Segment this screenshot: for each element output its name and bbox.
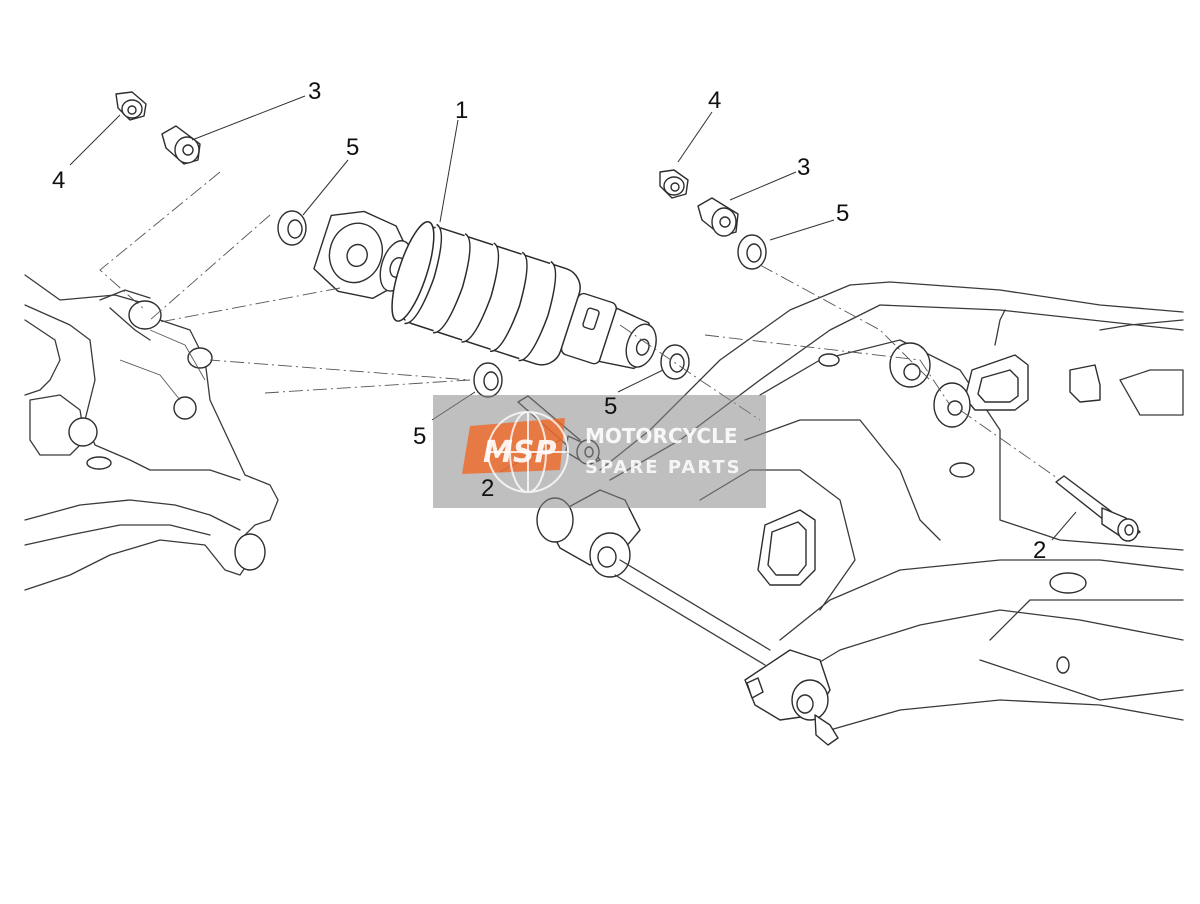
- watermark-logo-text: MSP: [483, 435, 556, 470]
- callout-2-right: 2: [1033, 537, 1046, 564]
- callout-5-upper-left: 5: [346, 134, 359, 161]
- bolt-2-right: [1055, 475, 1141, 542]
- washer-5-lower: [473, 362, 503, 398]
- watermark-line2: SPARE PARTS: [585, 457, 742, 478]
- spacer-3-left: [161, 125, 201, 165]
- washer-5-middle: [660, 344, 690, 380]
- assembly-centerlines: [99, 171, 1061, 481]
- callout-5-lower: 5: [413, 423, 426, 450]
- callout-labels: 1 3 4 5 4 3 5 5 5 2 2: [52, 78, 1046, 564]
- callout-5-middle: 5: [604, 393, 617, 420]
- left-frame-section: [24, 274, 279, 591]
- callout-2-middle: 2: [481, 475, 494, 502]
- watermark-logo-shape: [462, 418, 565, 474]
- washer-5-upper-right: [737, 234, 767, 270]
- linkage-axle: [536, 489, 839, 746]
- shock-absorber: [313, 210, 657, 370]
- washer-5-upper-left: [277, 210, 307, 246]
- watermark: MSP MOTORCYCLE SPARE PARTS: [433, 395, 766, 508]
- swingarm-section: [599, 281, 1184, 731]
- callout-1: 1: [455, 97, 468, 124]
- spacer-3-right: [697, 197, 739, 237]
- callout-3-right: 3: [797, 154, 810, 181]
- globe-icon: [487, 411, 569, 493]
- bushing-4-left: [115, 91, 147, 121]
- callout-3-left: 3: [308, 78, 321, 105]
- watermark-line1: MOTORCYCLE: [585, 424, 737, 448]
- callout-5-upper-right: 5: [836, 200, 849, 227]
- callout-4-right: 4: [708, 87, 721, 114]
- callout-4-left: 4: [52, 167, 65, 194]
- bushing-4-right: [659, 169, 689, 199]
